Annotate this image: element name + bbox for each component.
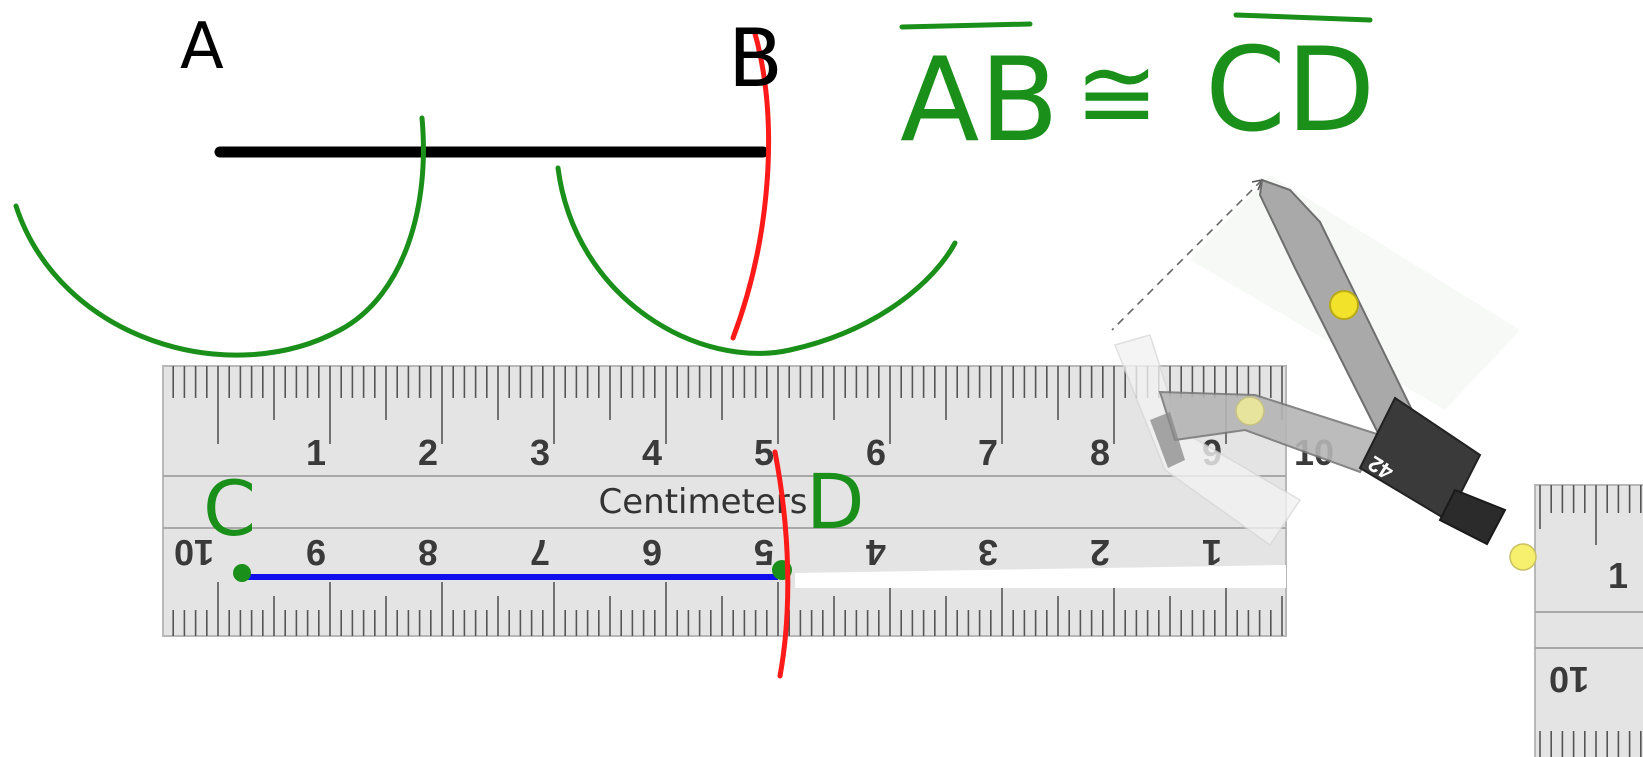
point-c-dot[interactable] xyxy=(233,564,251,582)
congruence-symbol: ≅ xyxy=(1075,35,1159,152)
arc-left xyxy=(13,115,426,358)
right-ruler-top-number: 1 xyxy=(1608,555,1628,596)
congruence-right: CD xyxy=(1205,23,1375,158)
right-ruler[interactable]: 1 10 xyxy=(1534,484,1643,757)
ruler-body[interactable] xyxy=(162,365,1287,637)
overline-ab xyxy=(899,21,1033,30)
red-arc-d xyxy=(772,449,791,679)
red-arc-b xyxy=(730,27,772,341)
compass-guide-line xyxy=(1111,179,1263,331)
ruler-number-top: 5 xyxy=(754,432,774,473)
label-a: A xyxy=(180,10,224,84)
congruence-left: AB xyxy=(900,33,1059,168)
ruler-number-bottom: 6 xyxy=(642,532,662,573)
right-ruler-handle[interactable] xyxy=(1509,543,1537,571)
ruler-number-bottom: 7 xyxy=(530,532,550,573)
ruler-number-bottom: 8 xyxy=(418,532,438,573)
right-ruler-ticks-bottom xyxy=(1539,731,1642,757)
ruler-number-top: 1 xyxy=(306,432,326,473)
ruler-number-bottom: 5 xyxy=(754,532,774,573)
ruler-number-bottom: 3 xyxy=(978,532,998,573)
right-ruler-body[interactable] xyxy=(1534,484,1643,757)
compass-handle-top[interactable] xyxy=(1329,290,1359,320)
compass-dial-mark xyxy=(1407,503,1417,513)
ruler-number-top: 8 xyxy=(1090,432,1110,473)
ruler-number-bottom: 1 xyxy=(1202,532,1222,573)
overline-cd xyxy=(1233,12,1373,23)
label-d: D xyxy=(806,457,865,546)
ruler-ticks-bottom xyxy=(172,582,1283,636)
ruler-number-top: 4 xyxy=(642,432,662,473)
compass-tool[interactable]: 42 xyxy=(1111,175,1520,547)
compass-knob[interactable] xyxy=(1438,488,1507,546)
arc-right xyxy=(555,165,958,356)
compass-handle-pivot[interactable] xyxy=(1235,396,1265,426)
ruler-number-top: 3 xyxy=(530,432,550,473)
ruler-number-bottom: 2 xyxy=(1090,532,1110,573)
right-ruler-ticks-top xyxy=(1539,485,1642,545)
erased-region xyxy=(795,565,1286,588)
ruler-number-top: 7 xyxy=(978,432,998,473)
ruler-number-bottom: 4 xyxy=(866,532,886,573)
ruler[interactable]: 1 2 3 4 5 6 7 8 9 10 10 9 8 7 6 5 4 3 2 1 Centimeters xyxy=(162,365,1334,637)
ruler-ticks-top xyxy=(172,366,1283,444)
compass-ghost-arm xyxy=(1113,334,1302,547)
congruence-statement: AB ≅ CD xyxy=(899,12,1375,168)
ruler-numbers-bottom: 10 9 8 7 6 5 4 3 2 1 xyxy=(174,532,1222,573)
ruler-number-bottom: 9 xyxy=(306,532,326,573)
ruler-number-top: 2 xyxy=(418,432,438,473)
label-c: C xyxy=(203,464,256,553)
ruler-caption: Centimeters xyxy=(599,482,808,522)
ruler-number-top: 6 xyxy=(866,432,886,473)
compass-pencil-tip xyxy=(1150,412,1185,468)
ruler-number-bottom: 10 xyxy=(174,532,214,573)
label-b: B xyxy=(728,12,783,105)
right-ruler-bottom-number: 10 xyxy=(1549,659,1589,700)
